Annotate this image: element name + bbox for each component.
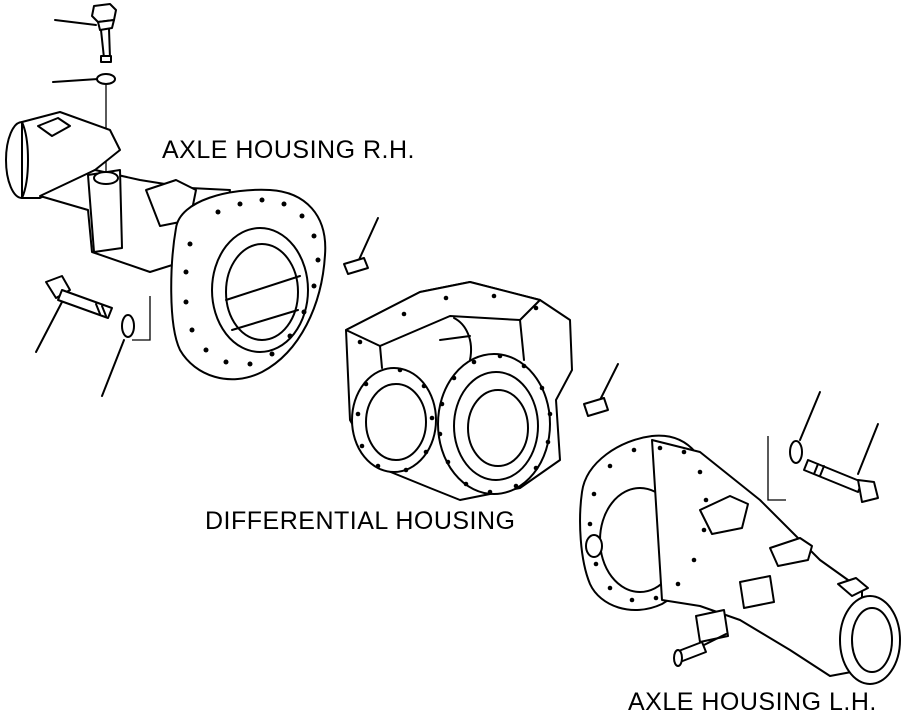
bolt-washer-lh — [789, 391, 821, 464]
axle-housing-rh — [5, 111, 327, 381]
breather-plug — [54, 3, 117, 63]
differential-housing — [345, 281, 573, 501]
label-differential-housing: DIFFERENTIAL HOUSING — [205, 507, 516, 535]
flange-bolt-holes — [183, 197, 321, 367]
rivet — [673, 633, 727, 667]
axle-housing-lh — [579, 434, 901, 685]
label-axle-housing-lh: AXLE HOUSING L.H. — [628, 688, 877, 716]
dowel-pin-lh — [583, 363, 619, 417]
label-axle-housing-rh: AXLE HOUSING R.H. — [162, 136, 415, 164]
dowel-pin-rh — [343, 217, 379, 275]
mounting-bolt-rh — [35, 275, 113, 353]
mounting-bolt-lh — [803, 423, 879, 503]
lh-flange-bolt-holes — [587, 445, 709, 603]
diff-bolt-holes — [355, 293, 553, 495]
bolt-washer-rh — [101, 314, 135, 397]
